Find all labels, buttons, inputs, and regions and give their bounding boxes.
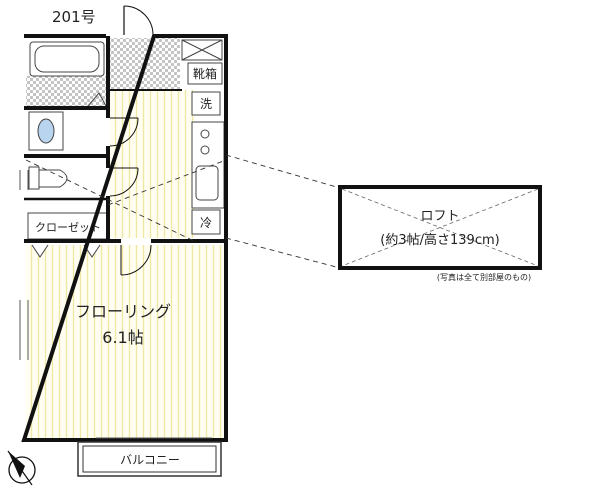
loft-detail: (約3帖/高さ139cm): [380, 232, 499, 248]
side-windows: [19, 170, 29, 360]
photo-note: (写真は全て別部屋のもの): [437, 272, 531, 282]
shoe-box-label: 靴箱: [193, 66, 217, 81]
walls: [21, 34, 228, 442]
main-room-size: 6.1帖: [102, 328, 143, 347]
main-room-floor: [26, 245, 227, 438]
bathtub: [29, 41, 105, 77]
unit-number: 201号: [52, 8, 96, 26]
north-arrow-icon: [7, 450, 36, 486]
entrance-door: [123, 5, 154, 36]
loft-guide-lines: [25, 154, 341, 269]
kitchen-floor: [110, 90, 195, 238]
balcony-label: バルコニー: [120, 453, 180, 467]
balcony: バルコニー: [77, 441, 222, 477]
loft-title: ロフト: [420, 209, 459, 224]
closet-label: クローゼット: [35, 221, 101, 234]
bath-tile: [26, 76, 106, 106]
main-room-label: フローリング: [75, 302, 171, 321]
washer-label: 洗: [200, 97, 212, 111]
kitchen-counter: [191, 121, 225, 209]
interior-doors: [109, 117, 152, 276]
loft: ロフト (約3帖/高さ139cm): [338, 185, 542, 270]
wash-basin: [28, 111, 64, 151]
shoe-box: [181, 39, 223, 61]
toilet: [28, 166, 68, 190]
fridge-label: 冷: [200, 216, 212, 230]
